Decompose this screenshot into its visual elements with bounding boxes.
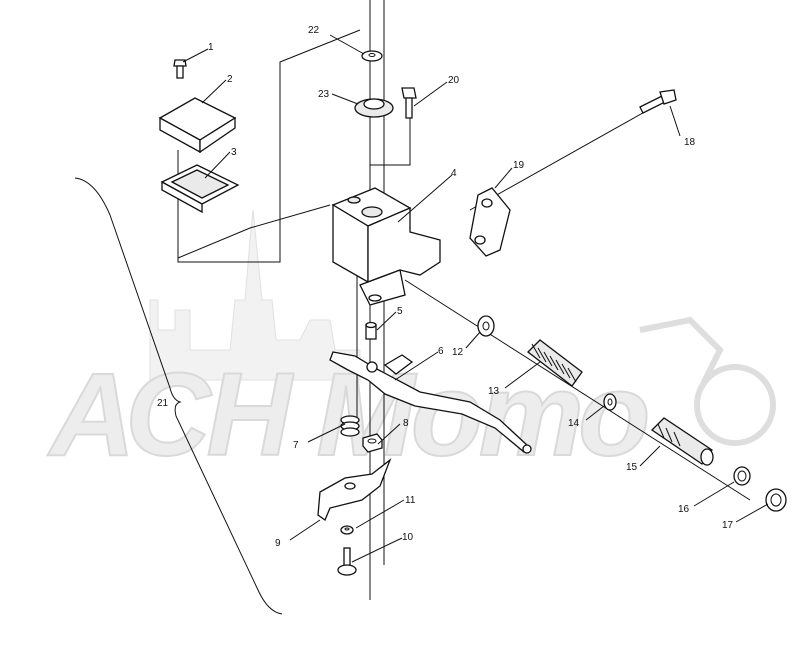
part-10-bolt	[337, 547, 357, 576]
callout-labels: 1 2 3 4 5 6 7 8 9 10 11 12 13 14 15 16 1…	[157, 25, 734, 549]
watermark-motorcycle	[639, 316, 776, 446]
callout-11: 11	[405, 495, 416, 506]
callout-7: 7	[293, 440, 299, 451]
callout-1: 1	[208, 42, 214, 53]
part-6-brake-lever	[329, 351, 532, 454]
part-19-clamp	[469, 187, 511, 257]
part-7-spring	[340, 415, 360, 437]
part-17-cap	[765, 488, 787, 512]
part-2-reservoir-cover	[158, 97, 237, 154]
callout-10: 10	[402, 532, 414, 543]
callout-5: 5	[397, 306, 403, 317]
watermark-skyline	[149, 209, 361, 381]
callout-14: 14	[568, 418, 580, 429]
part-11-nut	[340, 525, 354, 535]
watermark-text: АСН Мото	[47, 349, 647, 481]
callout-23: 23	[318, 89, 330, 100]
callout-20: 20	[448, 75, 460, 86]
part-5-bushing	[365, 321, 377, 340]
callout-21: 21	[157, 398, 169, 409]
part-14-washer	[603, 393, 617, 411]
part-1-screw	[173, 59, 187, 79]
part-12-washer	[477, 315, 495, 337]
callout-15: 15	[626, 462, 638, 473]
watermark: АСН Мото	[46, 209, 776, 482]
part-16-seal	[733, 466, 751, 486]
callout-12: 12	[452, 347, 464, 358]
callout-6: 6	[438, 346, 444, 357]
part-8-nut	[362, 433, 383, 453]
callout-18: 18	[684, 137, 696, 148]
callout-3: 3	[231, 147, 237, 158]
callout-2: 2	[227, 74, 233, 85]
callout-13: 13	[488, 386, 500, 397]
callout-4: 4	[451, 168, 457, 179]
callout-17: 17	[722, 520, 734, 531]
callout-19: 19	[513, 160, 525, 171]
part-20-bolt	[401, 87, 417, 119]
bracket-21	[74, 177, 283, 615]
part-23-cup	[354, 98, 394, 118]
part-9-switch-bracket	[317, 458, 392, 522]
part-22-washer	[361, 50, 383, 62]
callout-22: 22	[308, 25, 320, 36]
part-13-spring	[527, 339, 583, 387]
callout-9: 9	[275, 538, 281, 549]
leader-lines	[182, 34, 769, 563]
part-15-piston	[650, 417, 714, 466]
callout-8: 8	[403, 418, 409, 429]
part-4-master-cylinder-body	[331, 187, 441, 306]
callout-16: 16	[678, 504, 690, 515]
part-3-gasket	[160, 164, 240, 214]
part-18-bolt	[639, 89, 677, 114]
